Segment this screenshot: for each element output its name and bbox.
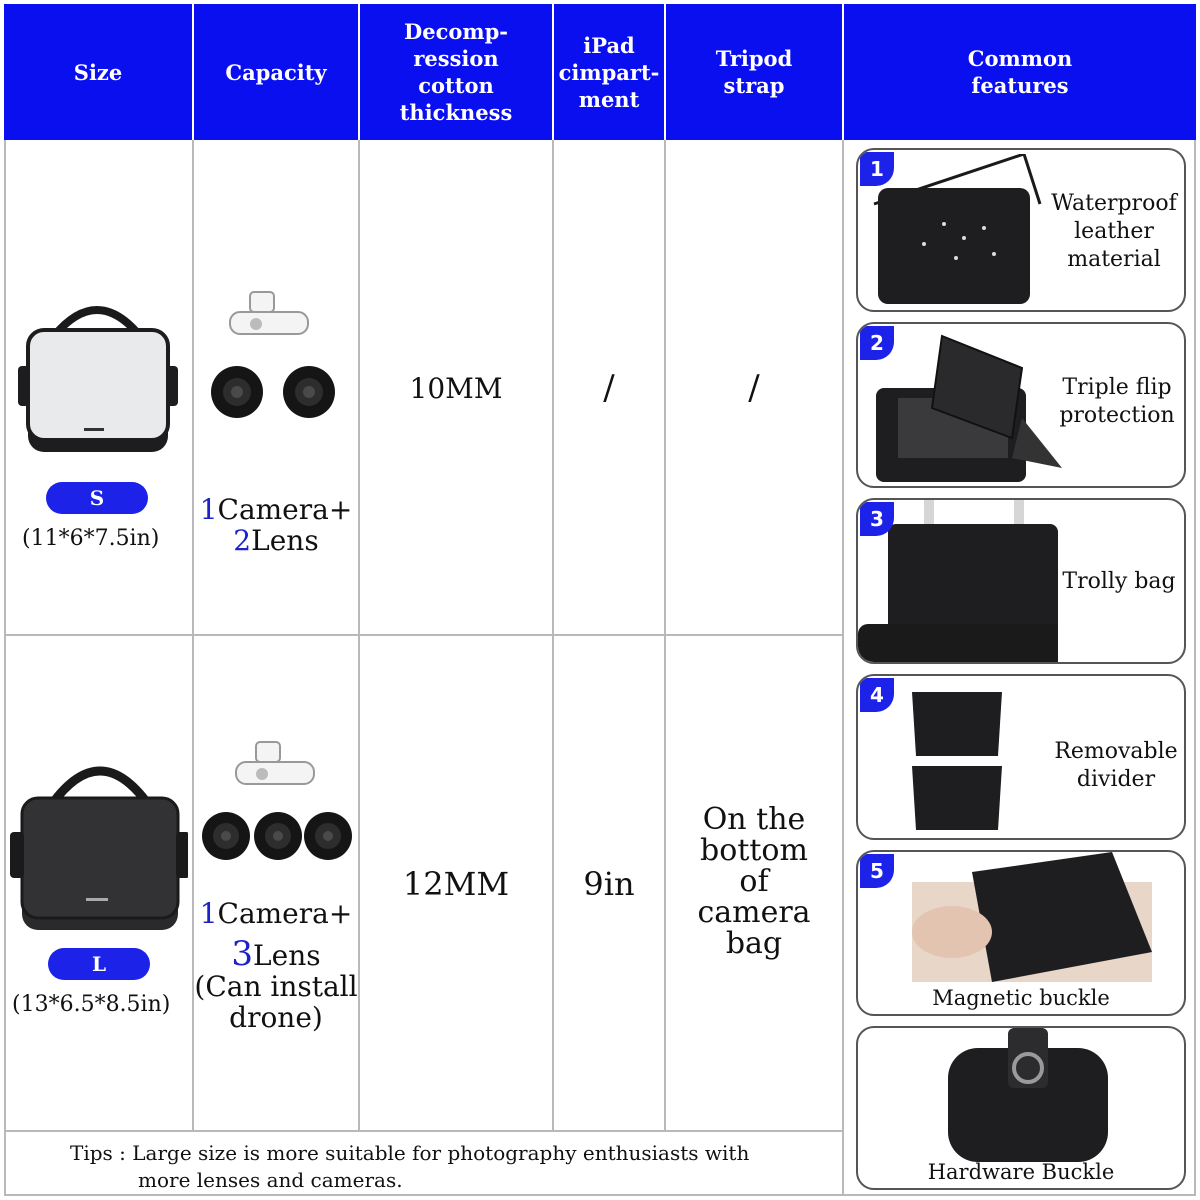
lens-count: 2 xyxy=(233,524,252,557)
small-bag-flap xyxy=(26,328,170,442)
camera-and-lenses-image xyxy=(202,741,352,860)
grid-line xyxy=(4,1194,1196,1196)
feature-label-l1: Trolly bag xyxy=(1062,569,1176,594)
small-tripod: / xyxy=(748,368,760,408)
open-bag-image xyxy=(876,334,1062,482)
header-ipad-l2: cimpart- xyxy=(558,59,660,85)
feature-label-l1: Removable xyxy=(1054,739,1178,764)
small-thickness: 10MM xyxy=(409,371,503,405)
header-common-l1: Common xyxy=(967,46,1073,71)
capacity-line1: 1Camera+ xyxy=(194,898,358,929)
header-decompression-l3: cotton thickness xyxy=(399,73,513,125)
header-size: Size xyxy=(4,4,192,140)
large-bag-image xyxy=(10,766,188,930)
feature-card-trolly: 3 Trolly bag xyxy=(856,498,1186,664)
feature-card-hardware-buckle: Hardware Buckle xyxy=(856,1026,1186,1190)
small-capacity: 1Camera+ 2Lens xyxy=(194,494,358,556)
camera-and-lenses-image xyxy=(211,291,335,418)
header-capacity-label: Capacity xyxy=(225,59,327,85)
capacity-line2: 3Lens xyxy=(194,937,358,972)
large-capacity: 1Camera+ 3Lens (Can install drone) xyxy=(194,898,358,1033)
feature-label: Hardware Buckle xyxy=(927,1160,1115,1184)
size-badge-label: L xyxy=(91,952,107,976)
header-ipad-l1: iPad xyxy=(583,32,635,58)
camera-count: 1 xyxy=(199,897,218,930)
grid-line xyxy=(4,140,6,1196)
capacity-extra-l1: (Can install xyxy=(194,970,358,1003)
camera-text: Camera+ xyxy=(217,493,353,526)
header-common-l2: features xyxy=(971,73,1069,98)
lens-count: 3 xyxy=(231,934,254,974)
large-dimensions: (13*6.5*8.5in) xyxy=(12,992,171,1017)
feature-number-badge: 2 xyxy=(860,326,894,360)
feature-label: Removable divider xyxy=(1046,738,1184,794)
tips-line2: more lenses and cameras. xyxy=(138,1168,403,1192)
header-capacity: Capacity xyxy=(194,4,358,140)
feature-label-l2: divider xyxy=(1076,767,1156,792)
tips-line1: Tips : Large size is more suitable for p… xyxy=(70,1141,750,1165)
small-ipad: / xyxy=(603,368,615,408)
header-tripod-l1: Tripod xyxy=(715,46,793,71)
small-bag-image xyxy=(18,306,178,452)
tips-note: Tips : Large size is more suitable for p… xyxy=(70,1140,830,1194)
feature-label: Waterproof leather material xyxy=(1042,190,1184,274)
feature-card-triple-flip: 2 Triple flip protection xyxy=(856,322,1186,488)
feature-card-divider: 4 Removable divider xyxy=(856,674,1186,840)
grid-line xyxy=(842,140,844,1196)
trolly-bag-image xyxy=(858,500,1058,662)
capacity-extra-l2: drone) xyxy=(229,1001,323,1034)
feature-label-l2: protection xyxy=(1059,403,1175,428)
capacity-line1: 1Camera+ xyxy=(194,494,358,525)
feature-label-l3: material xyxy=(1067,247,1161,272)
grid-line xyxy=(1194,140,1196,1196)
feature-label-l1: Triple flip xyxy=(1062,375,1172,400)
large-thickness: 12MM xyxy=(402,865,510,903)
header-ipad-l3: ment xyxy=(578,86,640,112)
camera-count: 1 xyxy=(199,493,218,526)
feature-label: Triple flip protection xyxy=(1048,374,1184,430)
size-badge-large: L xyxy=(48,948,150,980)
header-decompression-l2: ression xyxy=(413,46,499,71)
small-dimensions: (11*6*7.5in) xyxy=(22,526,160,551)
feature-label: Magnetic buckle xyxy=(932,986,1110,1010)
tripod-line2: bottom xyxy=(700,832,808,868)
capacity-line2: 2Lens xyxy=(194,525,358,556)
grid-line xyxy=(4,634,842,636)
grid-line xyxy=(4,1130,842,1132)
header-common-features: Common features xyxy=(844,4,1196,140)
waterproof-bag-image xyxy=(873,154,1042,304)
hardware-buckle-image xyxy=(948,1028,1108,1162)
large-ipad: 9in xyxy=(583,865,635,903)
header-tripod: Tripod strap xyxy=(666,4,842,140)
divider-image xyxy=(912,692,1002,830)
feature-number-badge: 1 xyxy=(860,152,894,186)
size-badge-small: S xyxy=(46,482,148,514)
feature-label-l1: Waterproof xyxy=(1051,191,1177,216)
header-tripod-l2: strap xyxy=(723,73,785,98)
header-decompression: Decomp- ression cotton thickness xyxy=(360,4,552,140)
large-tripod: On the bottom of camera bag xyxy=(666,804,842,959)
header-ipad: iPad cimpart- ment xyxy=(554,4,664,140)
feature-number-badge: 5 xyxy=(860,854,894,888)
tripod-line1: On the xyxy=(702,801,806,837)
header-decompression-l1: Decomp- xyxy=(404,19,508,44)
tripod-line4: camera bag xyxy=(697,894,811,961)
magnetic-buckle-image xyxy=(912,852,1152,982)
header-size-label: Size xyxy=(73,59,123,85)
lens-text: Lens xyxy=(253,939,321,972)
feature-card-waterproof: 1 Waterproof leather material xyxy=(856,148,1186,312)
lens-text: Lens xyxy=(251,524,319,557)
size-badge-label: S xyxy=(89,486,105,510)
feature-number-badge: 3 xyxy=(860,502,894,536)
camera-text: Camera+ xyxy=(217,897,353,930)
feature-label-l2: leather xyxy=(1074,219,1154,244)
tripod-line3: of xyxy=(739,863,769,899)
feature-card-magnetic-buckle: 5 Magnetic buckle xyxy=(856,850,1186,1016)
feature-number-badge: 4 xyxy=(860,678,894,712)
feature-label: Trolly bag xyxy=(1054,568,1184,596)
